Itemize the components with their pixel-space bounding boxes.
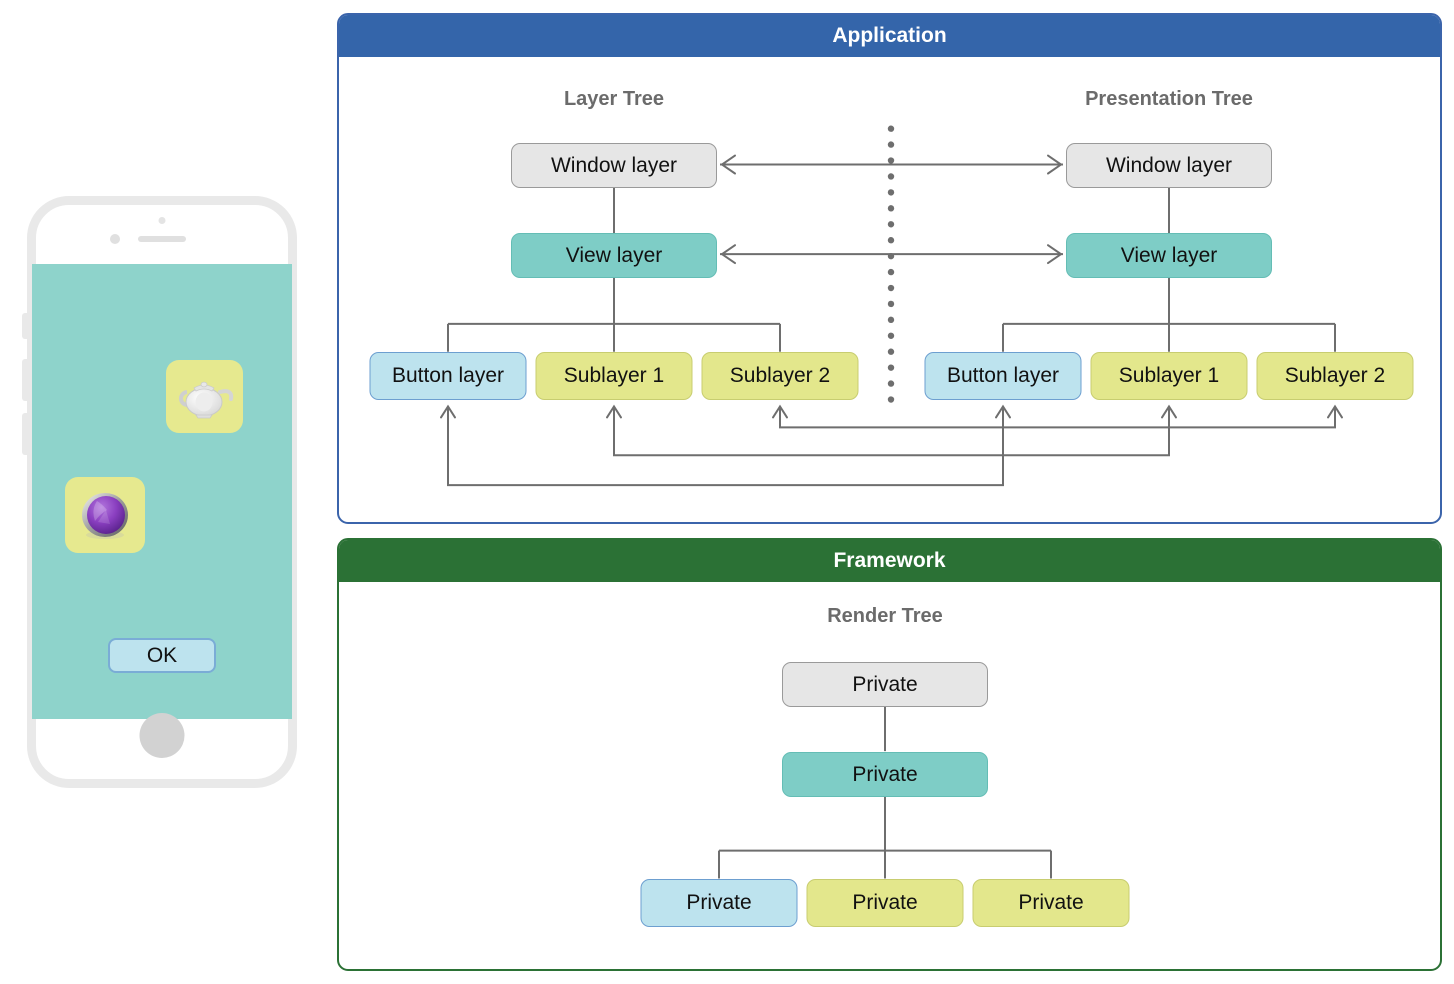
framework-panel: Framework Render Tree Private Private Pr… xyxy=(337,538,1442,971)
presentation-tree-view-layer[interactable]: View layer xyxy=(1066,233,1272,278)
phone-home-button[interactable] xyxy=(139,713,185,758)
layer-tree-window-layer[interactable]: Window layer xyxy=(511,143,717,188)
render-tree-middle-node[interactable]: Private xyxy=(782,752,988,797)
phone-mute-switch xyxy=(22,313,27,339)
presentation-tree-sublayer-2[interactable]: Sublayer 2 xyxy=(1256,352,1414,400)
layer-tree-button-layer[interactable]: Button layer xyxy=(369,352,527,400)
teapot-icon xyxy=(178,381,233,418)
phone-mockup: OK xyxy=(22,196,297,788)
application-panel: Application xyxy=(337,13,1442,524)
application-panel-header: Application xyxy=(339,15,1440,57)
application-connectors xyxy=(440,125,1343,487)
phone-front-camera-icon xyxy=(158,217,166,224)
framework-panel-body: Render Tree Private Private Private Priv… xyxy=(339,582,1440,969)
render-tree-title: Render Tree xyxy=(827,605,943,627)
presentation-tree-button-layer[interactable]: Button layer xyxy=(924,352,1082,400)
ok-button[interactable]: OK xyxy=(108,638,216,673)
render-tree-leaf-2[interactable]: Private xyxy=(806,879,964,927)
phone-volume-up-button xyxy=(22,359,27,401)
sphere-icon xyxy=(82,493,128,539)
teapot-tile[interactable] xyxy=(166,360,243,433)
phone-volume-down-button xyxy=(22,413,27,455)
layer-tree-sublayer-1[interactable]: Sublayer 1 xyxy=(535,352,693,400)
presentation-tree-window-layer[interactable]: Window layer xyxy=(1066,143,1272,188)
presentation-tree-title: Presentation Tree xyxy=(1085,88,1253,110)
phone-earpiece-speaker xyxy=(138,236,186,242)
phone-sensor-icon xyxy=(110,234,120,244)
render-tree-leaf-3[interactable]: Private xyxy=(972,879,1130,927)
presentation-tree-sublayer-1[interactable]: Sublayer 1 xyxy=(1090,352,1248,400)
layer-tree-sublayer-2[interactable]: Sublayer 2 xyxy=(701,352,859,400)
render-tree-leaf-1[interactable]: Private xyxy=(640,879,798,927)
layer-tree-title: Layer Tree xyxy=(563,88,665,110)
application-panel-body: Layer Tree Window layer View layer Butto… xyxy=(339,57,1440,522)
phone-screen: OK xyxy=(32,264,292,719)
sphere-tile[interactable] xyxy=(65,477,145,553)
layer-tree-view-layer[interactable]: View layer xyxy=(511,233,717,278)
render-tree-root-node[interactable]: Private xyxy=(782,662,988,707)
framework-panel-header: Framework xyxy=(339,540,1440,582)
tree-divider-dots xyxy=(887,125,895,403)
